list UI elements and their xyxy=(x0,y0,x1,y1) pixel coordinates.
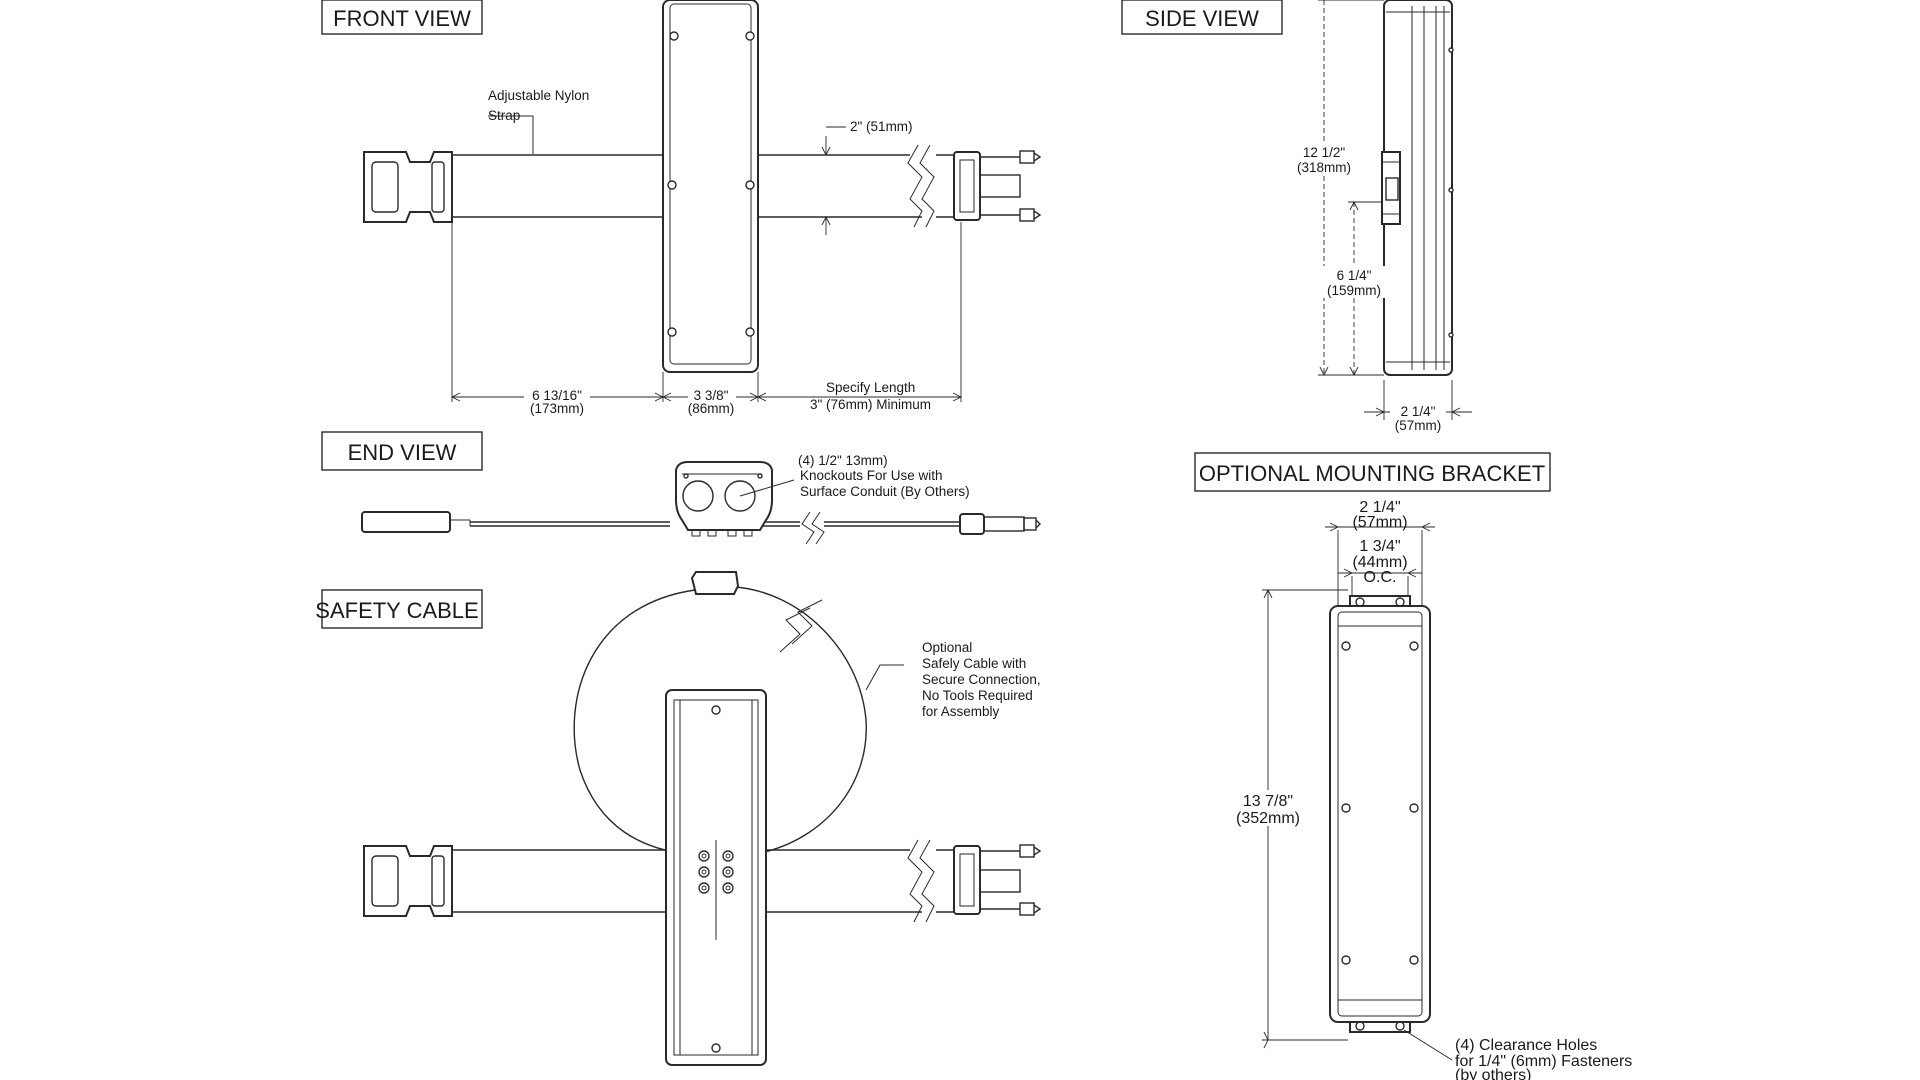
clearance-note-line1: (4) Clearance Holes xyxy=(1455,1037,1597,1054)
cable-note-line4: No Tools Required xyxy=(922,688,1033,703)
knockout-leader xyxy=(739,479,795,497)
end-view-title: END VIEW xyxy=(321,431,483,471)
end-buckle xyxy=(361,511,451,533)
svg-text:END VIEW: END VIEW xyxy=(348,440,457,465)
specify-length-line2: 3" (76mm) Minimum xyxy=(810,397,931,412)
cable-note-line2: Safely Cable with xyxy=(922,656,1026,671)
bracket-oc-mm: (44mm) xyxy=(1352,554,1407,571)
knockout-note-line3: Surface Conduit (By Others) xyxy=(800,484,970,499)
bracket-height-mm: (352mm) xyxy=(1236,810,1300,827)
left-length-in: 6 13/16" xyxy=(532,388,582,403)
svg-text:SAFETY CABLE: SAFETY CABLE xyxy=(315,598,478,623)
safety-cable-view: Optional Safely Cable with Secure Connec… xyxy=(363,571,1042,1066)
side-view-title: SIDE VIEW xyxy=(1121,0,1283,35)
side-view: 12 1/2" (318mm) 6 1/4" (159mm) 2 1/4" (5… xyxy=(1294,0,1472,433)
housing-bracket xyxy=(1329,605,1431,1023)
cable-note-line5: for Assembly xyxy=(922,704,1000,719)
bracket-oc-in: 1 3/4" xyxy=(1359,538,1400,555)
front-view: Adjustable Nylon Strap 2" (51mm) 6 13/16… xyxy=(363,0,1042,418)
end-housing xyxy=(675,461,773,537)
bracket-oc-label: O.C. xyxy=(1364,569,1397,586)
end-view: (4) 1/2" 13mm) Knockouts For Use with Su… xyxy=(361,453,1041,545)
knockout-note-line2: Knockouts For Use with xyxy=(800,468,943,483)
buckle-left-safety xyxy=(363,845,453,917)
svg-text:OPTIONAL MOUNTING BRACKET: OPTIONAL MOUNTING BRACKET xyxy=(1199,461,1545,486)
body-width-mm: (86mm) xyxy=(688,401,735,416)
safety-cable-loop xyxy=(573,589,701,856)
bracket-height-in: 13 7/8" xyxy=(1243,793,1293,810)
connector-right-safety xyxy=(953,844,1042,916)
depth-mm: (57mm) xyxy=(1395,418,1442,433)
cable-note-line3: Secure Connection, xyxy=(922,672,1041,687)
svg-text:FRONT VIEW: FRONT VIEW xyxy=(333,6,471,31)
mounting-bracket-title: OPTIONAL MOUNTING BRACKET xyxy=(1194,452,1551,492)
bracket-width-in: 2 1/4" xyxy=(1359,499,1400,516)
connector-right xyxy=(953,150,1042,222)
body-width-in: 3 3/8" xyxy=(694,388,729,403)
clearance-note-line3: (by others) xyxy=(1455,1067,1531,1080)
height-mm: (318mm) xyxy=(1297,160,1351,175)
break-line xyxy=(907,144,923,228)
end-connector xyxy=(959,513,1041,535)
mounting-bracket-view: 2 1/4" (57mm) 1 3/4" (44mm) O.C. 13 7/8"… xyxy=(1234,499,1632,1080)
front-view-title: FRONT VIEW xyxy=(321,0,483,35)
safety-cable-title: SAFETY CABLE xyxy=(315,589,483,629)
strap-width-label: 2" (51mm) xyxy=(850,119,913,134)
knockout-right xyxy=(724,480,756,512)
strap-height-mm: (159mm) xyxy=(1327,283,1381,298)
clearance-leader xyxy=(1403,1029,1453,1061)
clearance-note-line2: for 1/4" (6mm) Fasteners xyxy=(1455,1053,1632,1070)
specify-length-line1: Specify Length xyxy=(826,380,915,395)
housing-front xyxy=(662,0,759,373)
side-clip xyxy=(1381,151,1401,225)
cable-note-line1: Optional xyxy=(922,640,972,655)
cable-clip xyxy=(690,571,740,595)
depth-in: 2 1/4" xyxy=(1401,404,1436,419)
buckle-left xyxy=(363,151,453,223)
knockout-note-line1: (4) 1/2" 13mm) xyxy=(798,453,888,468)
strap-height-in: 6 1/4" xyxy=(1337,268,1372,283)
left-length-mm: (173mm) xyxy=(530,401,584,416)
strap-note-line2: Strap xyxy=(488,108,520,123)
knockout-left xyxy=(682,480,714,512)
housing-safety xyxy=(665,689,767,1066)
strap-leader xyxy=(488,115,534,154)
height-in: 12 1/2" xyxy=(1303,145,1346,160)
bracket-width-mm: (57mm) xyxy=(1352,514,1407,531)
svg-text:SIDE VIEW: SIDE VIEW xyxy=(1145,6,1259,31)
strap-note-line1: Adjustable Nylon xyxy=(488,88,589,103)
